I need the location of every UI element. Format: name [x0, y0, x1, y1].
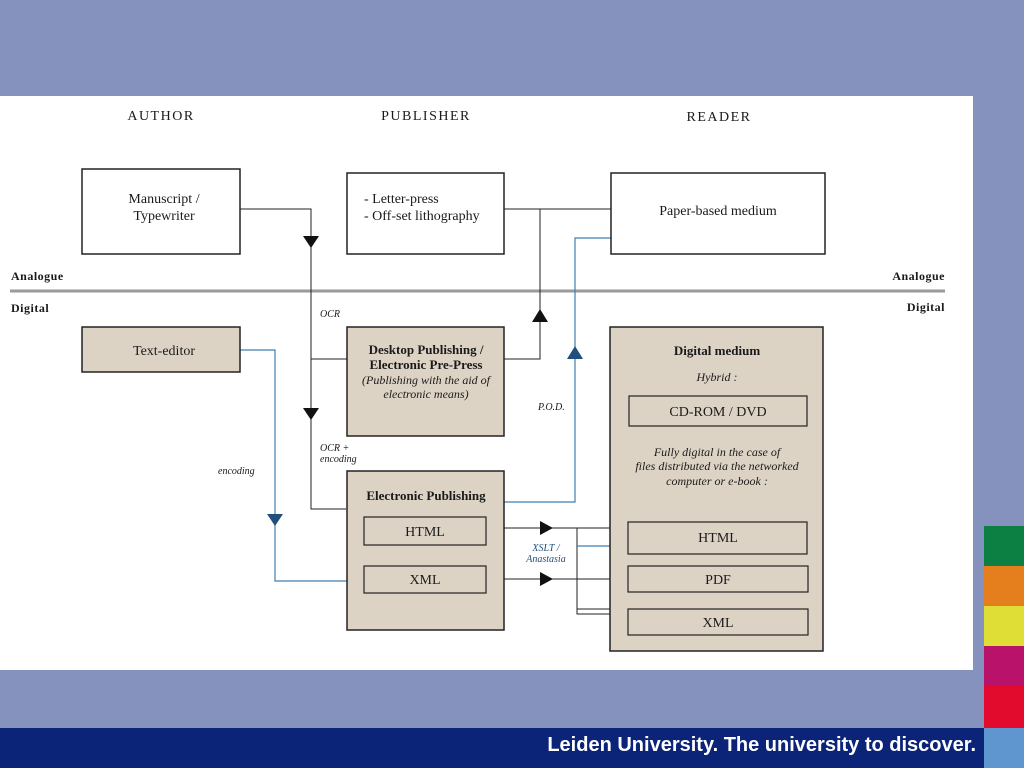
- label-digital-right: Digital: [907, 300, 945, 314]
- arrow-up-pod: [567, 346, 583, 359]
- swatch-orange: [984, 566, 1024, 606]
- dm-fully-2: files distributed via the networked: [635, 459, 799, 473]
- arrow-right-xml: [540, 572, 553, 586]
- swatch-yellow: [984, 606, 1024, 646]
- arrow-down-ocr-encoding: [303, 408, 319, 420]
- footer-tagline: Leiden University. The university to dis…: [547, 734, 976, 756]
- annot-ocr-enc-1: OCR +: [320, 443, 349, 454]
- dm-cdrom-label: CD-ROM / DVD: [669, 405, 766, 420]
- box-text-editor: [81, 326, 241, 373]
- dm-html-box: [627, 521, 808, 555]
- annot-pod: P.O.D.: [537, 402, 565, 413]
- box-electronic-publishing: [346, 470, 505, 631]
- publishing-workflow-diagram: AUTHOR PUBLISHER READER Analogue Analogu…: [10, 109, 945, 652]
- dm-xml-box: [627, 608, 809, 636]
- ep-title: Electronic Publishing: [366, 488, 486, 503]
- label-digital-left: Digital: [11, 301, 49, 315]
- arrow-down-ocr: [303, 236, 319, 248]
- ep-html-label: HTML: [405, 525, 445, 540]
- annot-ocr: OCR: [320, 309, 340, 320]
- label-analogue-left: Analogue: [11, 269, 64, 283]
- letterpress-line-1: - Letter-press: [364, 192, 439, 207]
- box-digital-medium: [609, 326, 824, 652]
- dm-title: Digital medium: [674, 343, 760, 358]
- ep-xml-label: XML: [409, 573, 440, 588]
- manuscript-line-2: Typewriter: [133, 209, 195, 224]
- ep-html-box: [363, 516, 487, 546]
- annot-xslt-2: Anastasia: [525, 554, 565, 565]
- annot-encoding: encoding: [218, 466, 255, 477]
- header-publisher: PUBLISHER: [381, 109, 471, 124]
- swatch-red: [984, 686, 1024, 728]
- annot-xslt-1: XSLT /: [531, 543, 560, 554]
- arrow-up-dtp: [532, 309, 548, 322]
- footer-corner-block: [984, 728, 1024, 768]
- dm-html-label: HTML: [698, 531, 738, 546]
- dm-pdf-label: PDF: [705, 573, 731, 588]
- header-reader: READER: [687, 110, 752, 125]
- paper-medium-label: Paper-based medium: [659, 204, 777, 219]
- footer-bar: Leiden University. The university to dis…: [0, 728, 984, 768]
- swatch-magenta: [984, 646, 1024, 686]
- header-author: AUTHOR: [127, 109, 194, 124]
- dm-cdrom-box: [628, 395, 808, 427]
- annot-ocr-enc-2: encoding: [320, 454, 357, 465]
- text-editor-label: Text-editor: [133, 344, 195, 359]
- box-paper-medium: [610, 172, 826, 255]
- arrow-down-encoding: [267, 514, 283, 526]
- box-letterpress: [346, 172, 505, 255]
- arrow-right-html: [540, 521, 553, 535]
- swatch-green: [984, 526, 1024, 566]
- dm-xml-label: XML: [702, 616, 733, 631]
- manuscript-line-1: Manuscript /: [128, 192, 199, 207]
- box-desktop-publishing: [346, 326, 505, 437]
- letterpress-line-2: - Off-set lithography: [364, 209, 480, 224]
- diagram-panel: AUTHOR PUBLISHER READER Analogue Analogu…: [0, 96, 973, 670]
- dm-hybrid: Hybrid :: [696, 370, 738, 384]
- label-analogue-right: Analogue: [892, 269, 945, 283]
- dtp-sub-1: (Publishing with the aid of: [362, 373, 492, 387]
- dtp-sub-2: electronic means): [383, 387, 468, 401]
- dm-pdf-box: [627, 565, 809, 593]
- box-manuscript: [81, 168, 241, 255]
- dm-fully-1: Fully digital in the case of: [653, 445, 782, 459]
- dm-fully-3: computer or e-book :: [666, 474, 768, 488]
- dtp-title-1: Desktop Publishing /: [369, 342, 484, 357]
- ep-xml-box: [363, 565, 487, 594]
- dtp-title-2: Electronic Pre-Press: [370, 357, 483, 372]
